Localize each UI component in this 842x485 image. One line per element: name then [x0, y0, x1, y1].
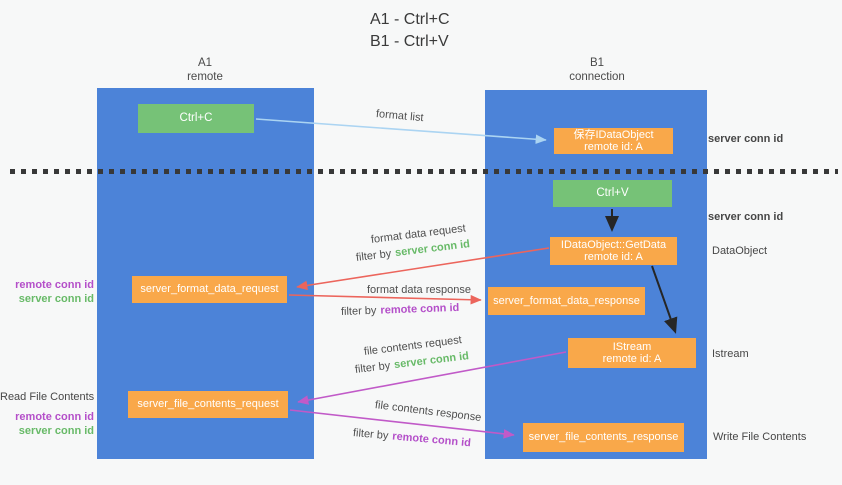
- node-server-format-data-request: server_format_data_request: [132, 276, 287, 303]
- format-list-label: format list: [375, 108, 424, 124]
- node-ctrl-c-label: Ctrl+C: [179, 112, 213, 125]
- left-server-conn-id-1: server conn id: [18, 293, 94, 305]
- node-ctrl-v-label: Ctrl+V: [596, 187, 629, 200]
- lifeline-b1-name: B1: [589, 57, 605, 69]
- read-file-contents-label: Read File Contents: [0, 391, 95, 403]
- lifeline-a1-role: remote: [187, 70, 223, 83]
- format-data-response-text: format data response: [367, 284, 471, 296]
- node-file-response-label: server_file_contents_response: [528, 431, 679, 444]
- node-save-idataobject: 保存IDataObject remote id: A: [554, 128, 673, 154]
- format-data-response-label: format data response: [367, 284, 471, 296]
- file-contents-response-label: file contents response: [374, 399, 482, 424]
- lifeline-a1-name: A1: [197, 57, 213, 69]
- filter-by-remote-conn-id-label-1: filter by remote conn id: [341, 302, 460, 318]
- node-format-response-label: server_format_data_response: [493, 294, 640, 307]
- right-server-conn-id-mid: server conn id: [708, 211, 784, 223]
- node-istream: IStream remote id: A: [568, 338, 696, 368]
- node-save-idataobject-line1: 保存IDataObject: [573, 128, 654, 141]
- filter-by-remote-conn-id-label-2: filter by remote conn id: [352, 427, 471, 449]
- remote-conn-id-text: remote conn id: [391, 430, 472, 450]
- server-conn-id-text: server conn id: [393, 350, 470, 372]
- diagram-title: A1 - Ctrl+C B1 - Ctrl+V: [370, 9, 450, 52]
- title-line-1: A1 - Ctrl+C: [370, 11, 450, 28]
- node-istream-line1: IStream: [612, 340, 652, 353]
- node-save-idataobject-line2: remote id: A: [584, 141, 643, 153]
- node-idataobject-getdata: IDataObject::GetData remote id: A: [550, 237, 677, 265]
- lifeline-header-a1: A1 remote: [145, 57, 265, 84]
- dashed-divider: [10, 169, 838, 174]
- file-contents-response-text: file contents response: [374, 399, 482, 424]
- node-server-file-contents-response: server_file_contents_response: [523, 423, 684, 452]
- istream-side-label: Istream: [712, 348, 749, 360]
- node-ctrl-c: Ctrl+C: [138, 104, 254, 133]
- node-server-file-contents-request: server_file_contents_request: [128, 391, 288, 418]
- filter-by-text: filter by: [352, 427, 389, 443]
- left-remote-conn-id-1: remote conn id: [15, 279, 94, 291]
- dataobject-label: DataObject: [712, 245, 768, 257]
- node-ctrl-v: Ctrl+V: [553, 180, 672, 207]
- node-file-request-label: server_file_contents_request: [137, 398, 279, 411]
- remote-conn-id-text: remote conn id: [380, 301, 460, 317]
- right-server-conn-id-top: server conn id: [708, 133, 784, 145]
- write-file-contents-label: Write File Contents: [713, 431, 807, 443]
- format-list-text: format list: [375, 108, 425, 125]
- lifeline-header-b1: B1 connection: [537, 57, 657, 84]
- left-server-conn-id-2: server conn id: [18, 425, 94, 437]
- filter-by-text: filter by: [340, 304, 377, 318]
- left-remote-conn-id-2: remote conn id: [15, 411, 94, 423]
- node-server-format-data-response: server_format_data_response: [488, 287, 645, 315]
- node-getdata-line2: remote id: A: [584, 251, 643, 263]
- filter-by-text: filter by: [354, 359, 391, 376]
- title-line-2: B1 - Ctrl+V: [370, 32, 449, 50]
- node-istream-line2: remote id: A: [602, 353, 662, 365]
- node-format-request-label: server_format_data_request: [140, 283, 279, 296]
- filter-by-text: filter by: [355, 247, 392, 264]
- node-getdata-line1: IDataObject::GetData: [560, 238, 667, 251]
- lifeline-b1-role: connection: [569, 70, 625, 83]
